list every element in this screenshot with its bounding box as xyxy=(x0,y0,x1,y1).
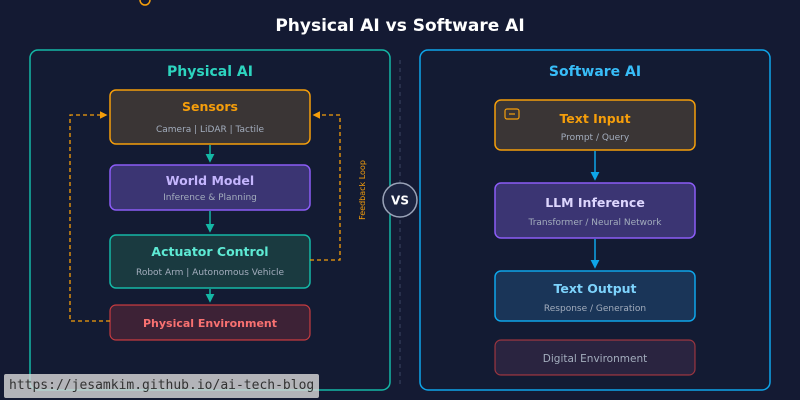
llm-inference-node: LLM Inference Transformer / Neural Netwo… xyxy=(494,182,696,239)
keyboard-icon xyxy=(504,108,520,120)
vs-label: VS xyxy=(391,194,409,208)
world-model-title: World Model xyxy=(166,173,254,188)
sensors-subtitle: Camera | LiDAR | Tactile xyxy=(156,125,265,135)
text-output-subtitle: Response / Generation xyxy=(544,304,646,314)
sensors-title: Sensors xyxy=(182,99,238,114)
software-ai-panel: Software AI Text Input Prompt / Query LL… xyxy=(419,49,771,391)
physical-environment-title: Physical Environment xyxy=(143,317,277,330)
watermark-url: https://jesamkim.github.io/ai-tech-blog xyxy=(4,374,320,398)
page-title: Physical AI vs Software AI xyxy=(275,16,524,36)
actuator-control-title: Actuator Control xyxy=(151,244,268,259)
actuator-control-subtitle: Robot Arm | Autonomous Vehicle xyxy=(136,268,284,278)
text-output-node: Text Output Response / Generation xyxy=(494,270,696,322)
feedback-loop-label: Feedback Loop xyxy=(358,160,367,220)
decorative-circle xyxy=(139,0,151,6)
world-model-node: World Model Inference & Planning xyxy=(109,164,311,211)
text-input-subtitle: Prompt / Query xyxy=(561,133,630,143)
software-ai-title: Software AI xyxy=(549,64,641,80)
physical-ai-panel: Physical AI Sensors Camera | LiDAR | Tac… xyxy=(29,49,391,391)
feedback-arrow-right xyxy=(310,111,341,261)
physical-environment-node: Physical Environment xyxy=(109,304,311,341)
feedback-arrow-left xyxy=(69,111,110,322)
llm-inference-title: LLM Inference xyxy=(545,195,645,210)
vs-badge: VS xyxy=(382,182,418,218)
world-model-subtitle: Inference & Planning xyxy=(163,193,257,203)
digital-environment-node: Digital Environment xyxy=(494,339,696,376)
text-input-title: Text Input xyxy=(559,111,630,126)
sensors-node: Sensors Camera | LiDAR | Tactile xyxy=(109,89,311,145)
digital-environment-title: Digital Environment xyxy=(543,353,647,365)
physical-ai-title: Physical AI xyxy=(167,64,253,80)
text-input-node: Text Input Prompt / Query xyxy=(494,99,696,151)
text-output-title: Text Output xyxy=(553,281,636,296)
llm-inference-subtitle: Transformer / Neural Network xyxy=(528,218,663,228)
actuator-control-node: Actuator Control Robot Arm | Autonomous … xyxy=(109,234,311,289)
